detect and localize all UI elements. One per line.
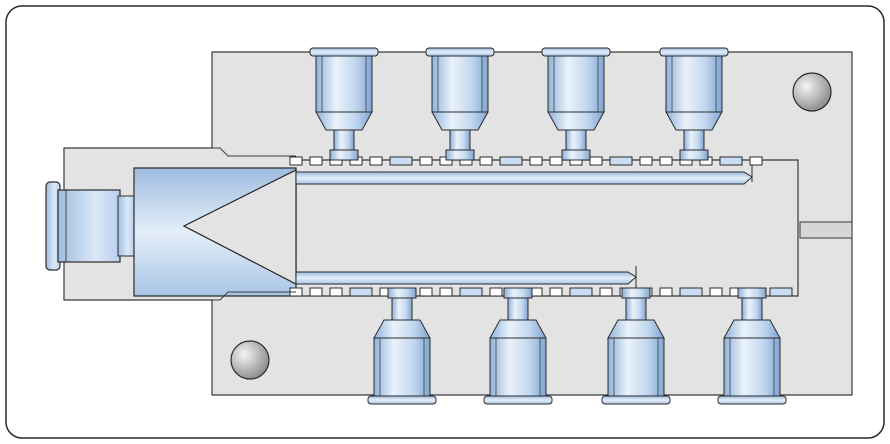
heater-slot [659, 156, 673, 166]
heater-slot [419, 287, 433, 297]
inner-bore [296, 159, 799, 297]
heater-slot [369, 156, 383, 166]
nozzle [717, 287, 787, 405]
plug-bottom-left [230, 340, 270, 380]
plug-top-right [792, 72, 832, 112]
heater-slot [679, 287, 703, 297]
heater-slot [549, 156, 563, 166]
flow-channel [295, 158, 753, 296]
heater-slot [549, 287, 563, 297]
heater-slot [489, 287, 503, 297]
heater-slot [459, 287, 483, 297]
step-line-bottom [212, 291, 296, 301]
heater-slot [569, 287, 593, 297]
nozzles-bottom [367, 287, 787, 405]
outlet-pin [799, 221, 853, 239]
heater-slot [749, 156, 763, 166]
heater-slot [439, 287, 453, 297]
heater-slot [309, 156, 323, 166]
heater-slot [589, 156, 603, 166]
heater-slot [769, 287, 793, 297]
heater-slot [349, 287, 373, 297]
inlet-fitting [45, 181, 135, 271]
nozzle [367, 287, 437, 405]
heater-slots-bottom [289, 287, 793, 297]
heater-slot [419, 156, 433, 166]
heater-slot [479, 156, 493, 166]
nozzle [541, 47, 611, 161]
nozzle [483, 287, 553, 405]
heater-slot [329, 287, 343, 297]
nozzle [309, 47, 379, 161]
nozzle [659, 47, 729, 161]
heater-slot [609, 156, 633, 166]
heater-slot [599, 287, 613, 297]
heater-slot [389, 156, 413, 166]
heater-slot [529, 156, 543, 166]
heater-slots-top [289, 156, 763, 166]
heater-slot [639, 156, 653, 166]
step-line-top [212, 147, 296, 157]
heater-slot [309, 287, 323, 297]
nozzle [601, 287, 671, 405]
heater-slot [499, 156, 523, 166]
heater-slot [709, 287, 723, 297]
heater-slot [289, 156, 303, 166]
nozzle [425, 47, 495, 161]
nozzles-top [309, 47, 729, 161]
cone-core [182, 169, 297, 285]
heater-slot [659, 287, 673, 297]
heater-slot [719, 156, 743, 166]
